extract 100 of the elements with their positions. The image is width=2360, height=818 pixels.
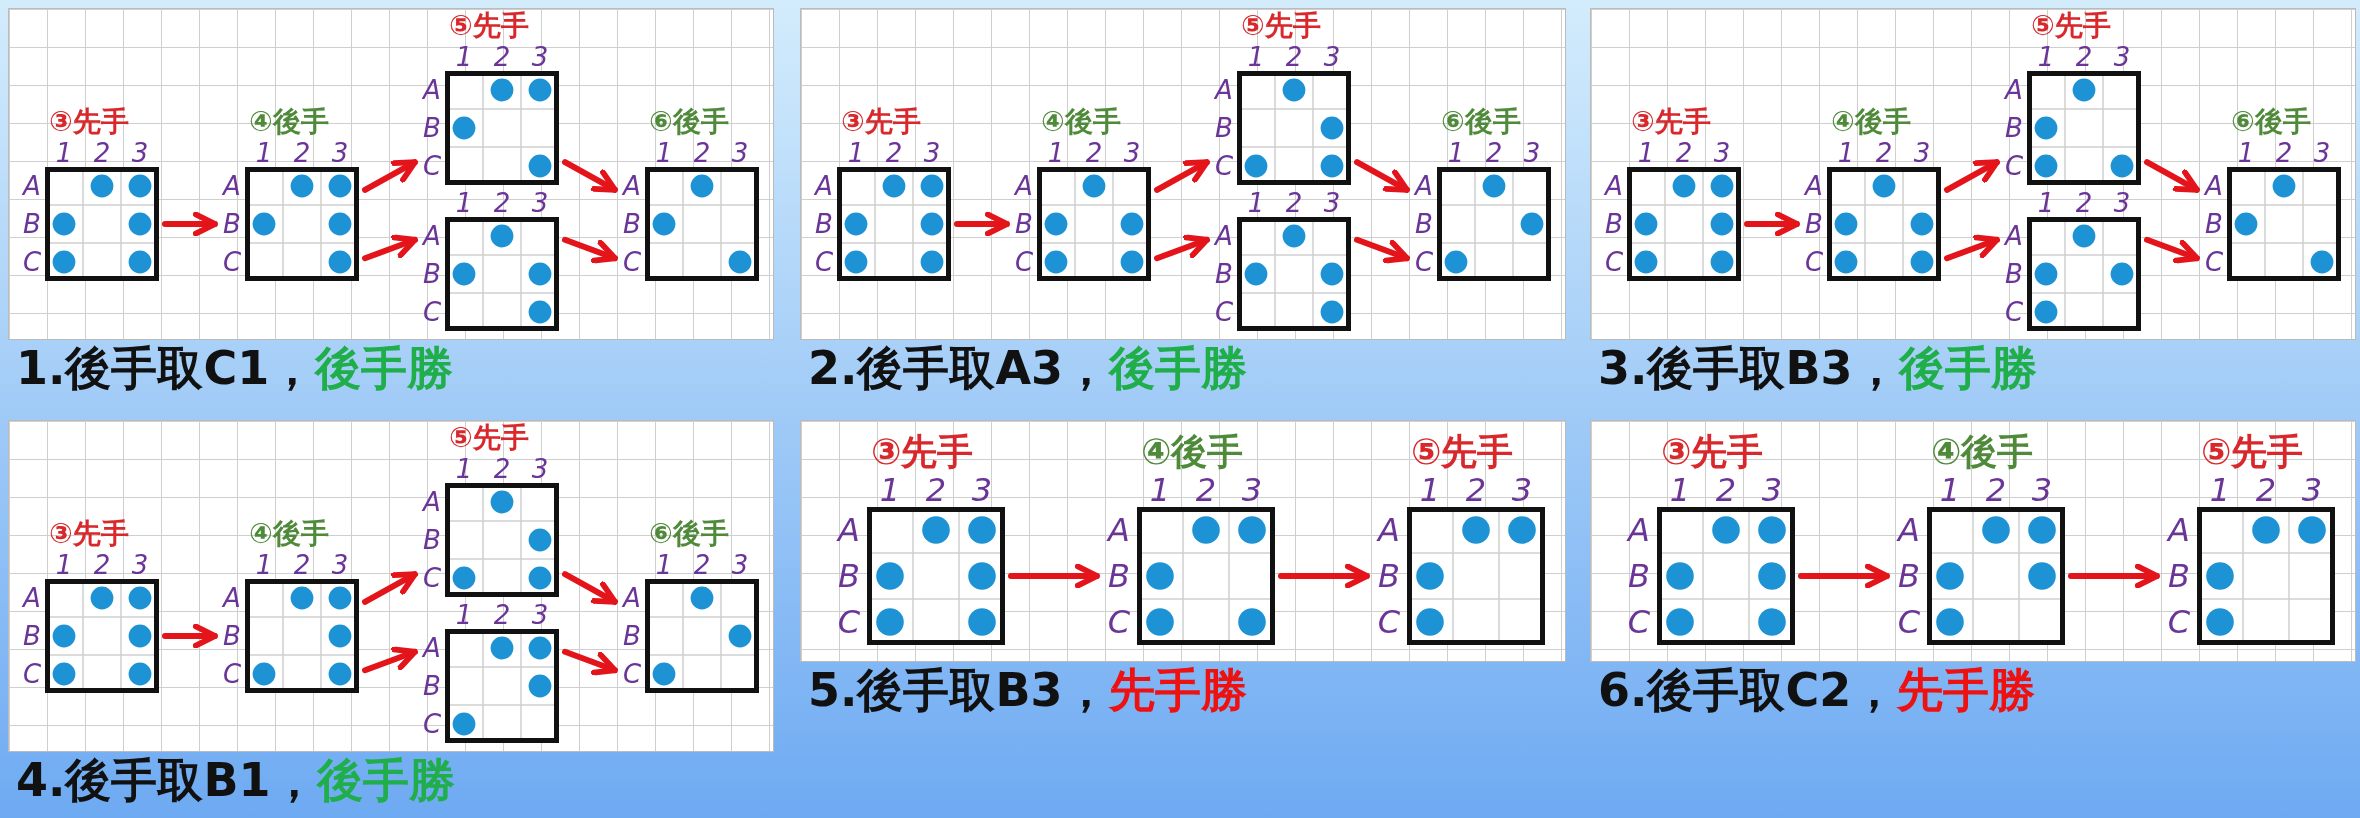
row-letter: B (1377, 556, 1401, 597)
row-letter: B (814, 208, 834, 241)
column-number: 1 (454, 189, 474, 217)
arrow (954, 211, 1010, 237)
row-letter: C (1106, 602, 1132, 643)
arrow (562, 159, 618, 193)
row-letter: C (1213, 150, 1235, 183)
row-letter: B (422, 524, 442, 557)
turn-label: ⑤先手 (2031, 9, 2111, 43)
column-number: 2 (1874, 139, 1894, 167)
row-letter: C (1803, 246, 1825, 279)
row-letter: B (222, 208, 242, 241)
column-number: 3 (2030, 473, 2054, 507)
row-letter: B (1897, 556, 1921, 597)
column-number: 1 (2036, 189, 2056, 217)
column-number: 2 (492, 43, 512, 71)
game-board (811, 105, 951, 281)
column-number: 3 (530, 189, 550, 217)
column-number: 2 (292, 139, 312, 167)
result-text: 先手勝 (1108, 663, 1247, 717)
game-board (2001, 189, 2141, 331)
row-letter: A (421, 74, 442, 107)
column-number: 2 (1284, 43, 1304, 71)
column-number: 2 (1484, 139, 1504, 167)
column-number: 2 (492, 601, 512, 629)
turn-label: ⑤先手 (2201, 431, 2304, 473)
row-letter: B (1014, 208, 1034, 241)
column-number: 3 (130, 139, 150, 167)
arrow (162, 211, 218, 237)
column-number: 1 (2236, 139, 2256, 167)
row-letter: C (21, 246, 43, 279)
row-letter: B (622, 208, 642, 241)
column-number: 1 (1148, 473, 1172, 507)
arrow (162, 623, 218, 649)
row-letter: A (835, 510, 861, 551)
row-letter: A (1413, 170, 1434, 203)
column-number: 1 (846, 139, 866, 167)
column-number: 2 (492, 455, 512, 483)
column-number: 1 (254, 139, 274, 167)
arrow (1354, 159, 1410, 193)
turn-label: ③先手 (871, 431, 974, 473)
game-board (1011, 105, 1151, 281)
row-letter: C (1013, 246, 1035, 279)
row-letter: A (421, 632, 442, 665)
row-letter: A (1013, 170, 1034, 203)
arrow (362, 159, 418, 193)
arrow (2068, 563, 2160, 589)
row-letter: A (421, 486, 442, 519)
column-number: 3 (530, 43, 550, 71)
column-number: 2 (1984, 473, 2008, 507)
turn-label: ④後手 (1831, 105, 1911, 139)
column-number: 3 (970, 473, 994, 507)
column-number: 2 (2274, 139, 2294, 167)
arrow (562, 648, 618, 676)
column-number: 1 (1418, 473, 1442, 507)
column-number: 2 (92, 551, 112, 579)
column-number: 1 (1446, 139, 1466, 167)
game-board (219, 105, 359, 281)
row-letter: B (422, 670, 442, 703)
row-letter: C (2203, 246, 2225, 279)
arrow (2144, 236, 2200, 264)
row-letter: B (837, 556, 861, 597)
row-letter: A (1213, 74, 1234, 107)
column-number: 3 (1322, 189, 1342, 217)
column-number: 3 (1122, 139, 1142, 167)
row-letter: C (1626, 602, 1652, 643)
column-number: 1 (1836, 139, 1856, 167)
row-letter: C (421, 296, 443, 329)
column-number: 1 (2208, 473, 2232, 507)
row-letter: A (1803, 170, 1824, 203)
game-board (19, 517, 159, 693)
row-letter: C (421, 708, 443, 741)
row-letter: A (221, 582, 242, 615)
arrow (1154, 159, 1210, 193)
caption-text: 3.後手取B3， (1598, 341, 1899, 395)
row-letter: C (221, 246, 243, 279)
row-letter: B (2167, 556, 2191, 597)
row-letter: A (421, 220, 442, 253)
result-text: 後手勝 (1109, 341, 1248, 395)
game-board (1211, 9, 1351, 185)
row-letter: C (2003, 296, 2025, 329)
turn-label: ④後手 (249, 105, 329, 139)
column-number: 2 (2074, 43, 2094, 71)
row-letter: A (1895, 510, 1921, 551)
column-number: 3 (730, 551, 750, 579)
turn-label: ⑤先手 (1411, 431, 1514, 473)
column-number: 1 (2036, 43, 2056, 71)
row-letter: C (1603, 246, 1625, 279)
column-number: 3 (730, 139, 750, 167)
column-number: 1 (254, 551, 274, 579)
arrow (362, 571, 418, 605)
column-number: 3 (2300, 473, 2324, 507)
row-letter: A (621, 170, 642, 203)
row-letter: B (422, 258, 442, 291)
turn-label: ③先手 (1661, 431, 1764, 473)
row-letter: C (21, 658, 43, 691)
column-number: 3 (530, 455, 550, 483)
game-board (19, 105, 159, 281)
column-number: 1 (454, 43, 474, 71)
row-letter: B (422, 112, 442, 145)
